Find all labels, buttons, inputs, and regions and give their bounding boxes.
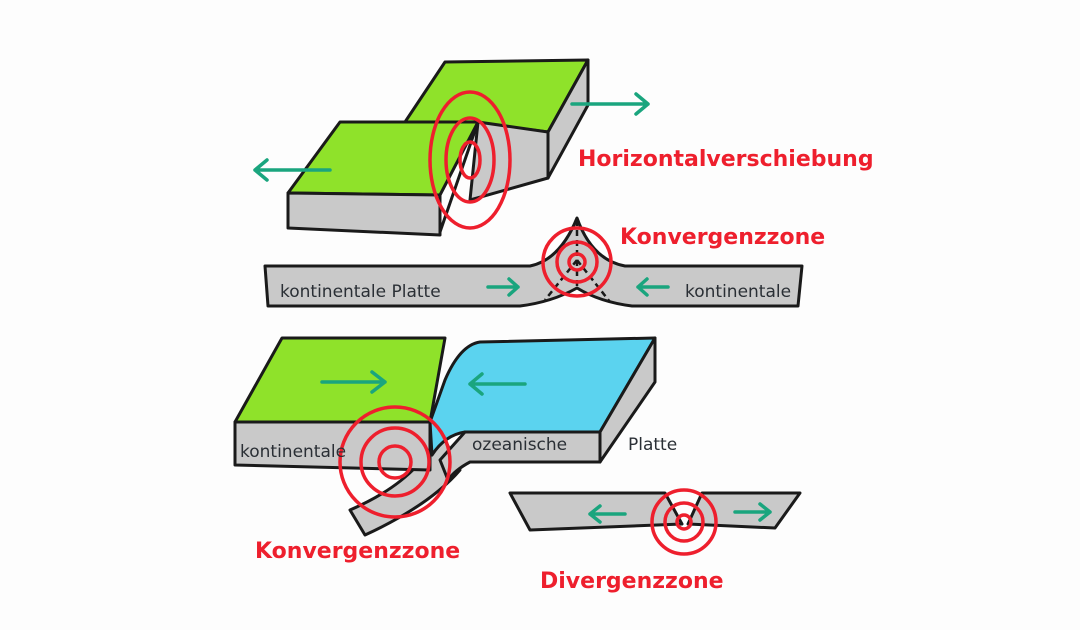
arrow-right-icon: [486, 277, 520, 297]
arrow-left-icon: [636, 277, 670, 297]
arrow-right-icon: [320, 370, 387, 394]
label-continental-plate: kontinentale Platte: [280, 282, 441, 302]
quake-ring: [458, 140, 482, 180]
label-oceanic: ozeanische: [472, 435, 567, 455]
continental-convergence: [263, 216, 804, 308]
arrow-right-icon: [570, 92, 650, 116]
quake-ring: [541, 226, 613, 298]
arrow-left-icon: [468, 372, 527, 396]
continental-slab: [263, 216, 804, 308]
label-continental-right: kontinentale: [685, 282, 791, 302]
quake-ring: [428, 90, 512, 230]
quake-ring: [444, 116, 496, 204]
subduction-zone: [233, 336, 657, 537]
arrow-right-icon: [733, 502, 772, 522]
left-block-front: [286, 191, 442, 237]
quake-ring: [359, 426, 431, 498]
label-konvergenzzone-top: Konvergenzzone: [620, 225, 825, 250]
quake-ring: [650, 488, 718, 556]
left-plate: [508, 491, 684, 532]
label-divergenzzone: Divergenzzone: [540, 569, 724, 594]
quake-ring: [338, 405, 452, 519]
quake-ring: [663, 501, 705, 543]
transform-fault-blocks: [253, 58, 650, 237]
label-continental-left: kontinentale: [240, 442, 346, 462]
quake-ring: [675, 513, 693, 531]
quake-ring: [555, 240, 599, 284]
divergence-zone: [508, 488, 802, 556]
label-plate: Platte: [628, 435, 677, 455]
label-horizontalverschiebung: Horizontalverschiebung: [578, 147, 874, 172]
arrow-left-icon: [253, 158, 332, 182]
label-konvergenzzone-bottom: Konvergenzzone: [255, 539, 460, 564]
arrow-left-icon: [588, 504, 627, 524]
quake-ring: [567, 252, 587, 272]
quake-ring: [377, 444, 413, 480]
